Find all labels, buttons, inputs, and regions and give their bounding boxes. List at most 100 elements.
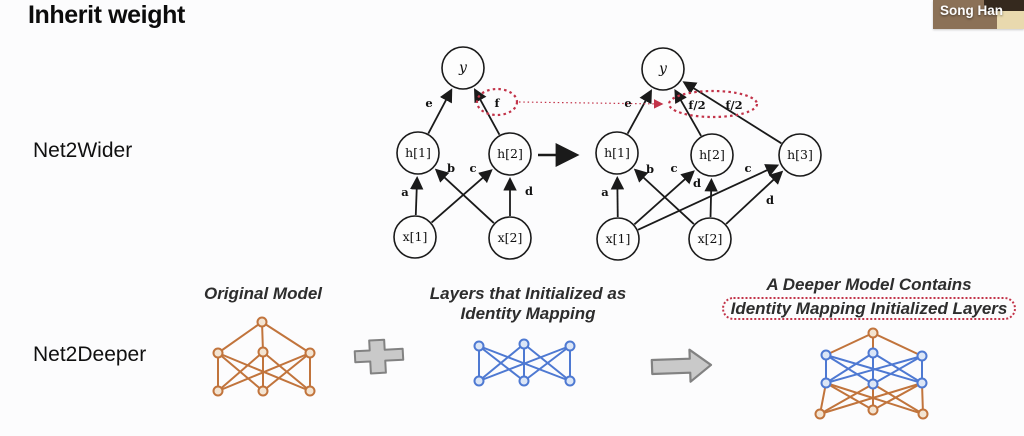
mini-node <box>256 316 268 328</box>
edge-weight-label: c <box>670 161 677 175</box>
mini-edge <box>872 383 924 415</box>
page-title: Inherit weight <box>28 1 185 29</box>
mini-edge <box>217 352 311 392</box>
edge-weight-label: f <box>495 96 501 110</box>
node-label: h[2] <box>497 146 523 161</box>
mini-edge <box>217 351 264 392</box>
neuron-node <box>396 131 440 175</box>
edge-weight-label: a <box>601 185 609 199</box>
edge-arrow <box>674 88 702 137</box>
neuron-node <box>688 217 732 261</box>
neuron-node <box>641 47 685 91</box>
neuron-node <box>778 133 822 177</box>
node-label: x[2] <box>698 231 723 246</box>
node-label: h[3] <box>787 147 813 162</box>
mini-node <box>916 350 928 362</box>
result-caption-highlight: Identity Mapping Initialized Layers <box>721 297 1017 320</box>
mini-node <box>917 408 929 420</box>
mini-node <box>304 347 316 359</box>
mini-node <box>473 340 485 352</box>
video-thumbnail-light-area <box>997 11 1024 29</box>
mini-node <box>867 347 879 359</box>
mini-node <box>916 377 928 389</box>
edge-weight-label: e <box>624 96 631 110</box>
mini-edge <box>478 345 571 382</box>
mini-node <box>257 385 269 397</box>
neuron-node <box>488 216 532 260</box>
edge-weight-label: c <box>469 161 476 175</box>
node-label: h[1] <box>604 145 630 160</box>
mini-node <box>212 347 224 359</box>
edge-arrow <box>633 170 695 226</box>
mini-edge <box>872 355 923 385</box>
edge-arrow <box>626 89 652 135</box>
mini-edge <box>872 382 923 411</box>
mini-node <box>867 378 879 390</box>
edge-arrow <box>427 88 453 134</box>
net2deeper-label: Net2Deeper <box>33 343 147 366</box>
mini-node <box>212 385 224 397</box>
mini-node <box>820 349 832 361</box>
mini-edge <box>478 343 525 382</box>
plus-icon <box>353 338 405 375</box>
mini-edge <box>825 354 874 385</box>
mini-node <box>518 338 530 350</box>
original-model-caption-text: Original Model <box>203 284 323 303</box>
node-label: x[1] <box>606 231 631 246</box>
edge-weight-label: b <box>646 162 654 176</box>
mini-node <box>518 375 530 387</box>
neuron-node <box>441 46 485 90</box>
presenter-video-thumbnail[interactable]: Song Han <box>933 0 1024 29</box>
node-label: x[1] <box>403 229 428 244</box>
mini-node <box>257 346 269 358</box>
original-model-network <box>212 316 316 397</box>
edge-arrow <box>682 81 782 145</box>
neuron-node <box>393 215 437 259</box>
mini-edge <box>825 332 874 356</box>
mini-edge <box>262 352 311 392</box>
edge-weight-label: d <box>766 193 774 207</box>
identity-layers-network <box>473 338 576 387</box>
edge-arrow <box>434 168 495 224</box>
mini-edge <box>872 332 923 357</box>
f-annotation-right <box>667 89 759 119</box>
mini-edge <box>261 321 311 354</box>
edge-weight-label: b <box>447 161 455 175</box>
mini-edge <box>872 352 923 384</box>
edge-arrow <box>725 170 784 225</box>
identity-layers-caption: Layers that Initialized as Identity Mapp… <box>418 284 638 324</box>
mini-node <box>304 385 316 397</box>
neuron-node <box>690 133 734 177</box>
mini-edge <box>819 382 923 415</box>
mini-edge <box>825 355 923 384</box>
node-label: y <box>458 60 468 76</box>
f-annotation-left <box>475 87 519 117</box>
original-model-caption: Original Model <box>181 284 345 304</box>
mini-node <box>473 375 485 387</box>
presenter-name: Song Han <box>940 3 1003 18</box>
node-label: y <box>658 61 668 77</box>
f-split-annotation <box>475 87 759 119</box>
edge-arrow <box>409 175 424 216</box>
edge-weight-label: e <box>425 96 432 110</box>
net2wider-label: Net2Wider <box>33 139 133 162</box>
edge-weight-label: a <box>401 185 409 199</box>
identity-caption-line2: Identity Mapping <box>460 304 596 323</box>
edge-weight-label: d <box>693 176 701 190</box>
neuron-node <box>596 217 640 261</box>
f-split-connector <box>518 99 664 109</box>
deeper-model-caption: A Deeper Model Contains Identity Mapping… <box>713 275 1024 320</box>
mini-node <box>820 377 832 389</box>
mini-node <box>867 327 879 339</box>
edge-weight-label: f/2 <box>688 98 705 112</box>
result-caption-line1: A Deeper Model Contains <box>766 275 972 294</box>
neuron-node <box>595 131 639 175</box>
mini-edge <box>825 382 924 415</box>
arrow-right-icon <box>650 348 713 383</box>
mini-node <box>814 408 826 420</box>
mini-node <box>564 375 576 387</box>
edge-weight-label: d <box>525 184 533 198</box>
